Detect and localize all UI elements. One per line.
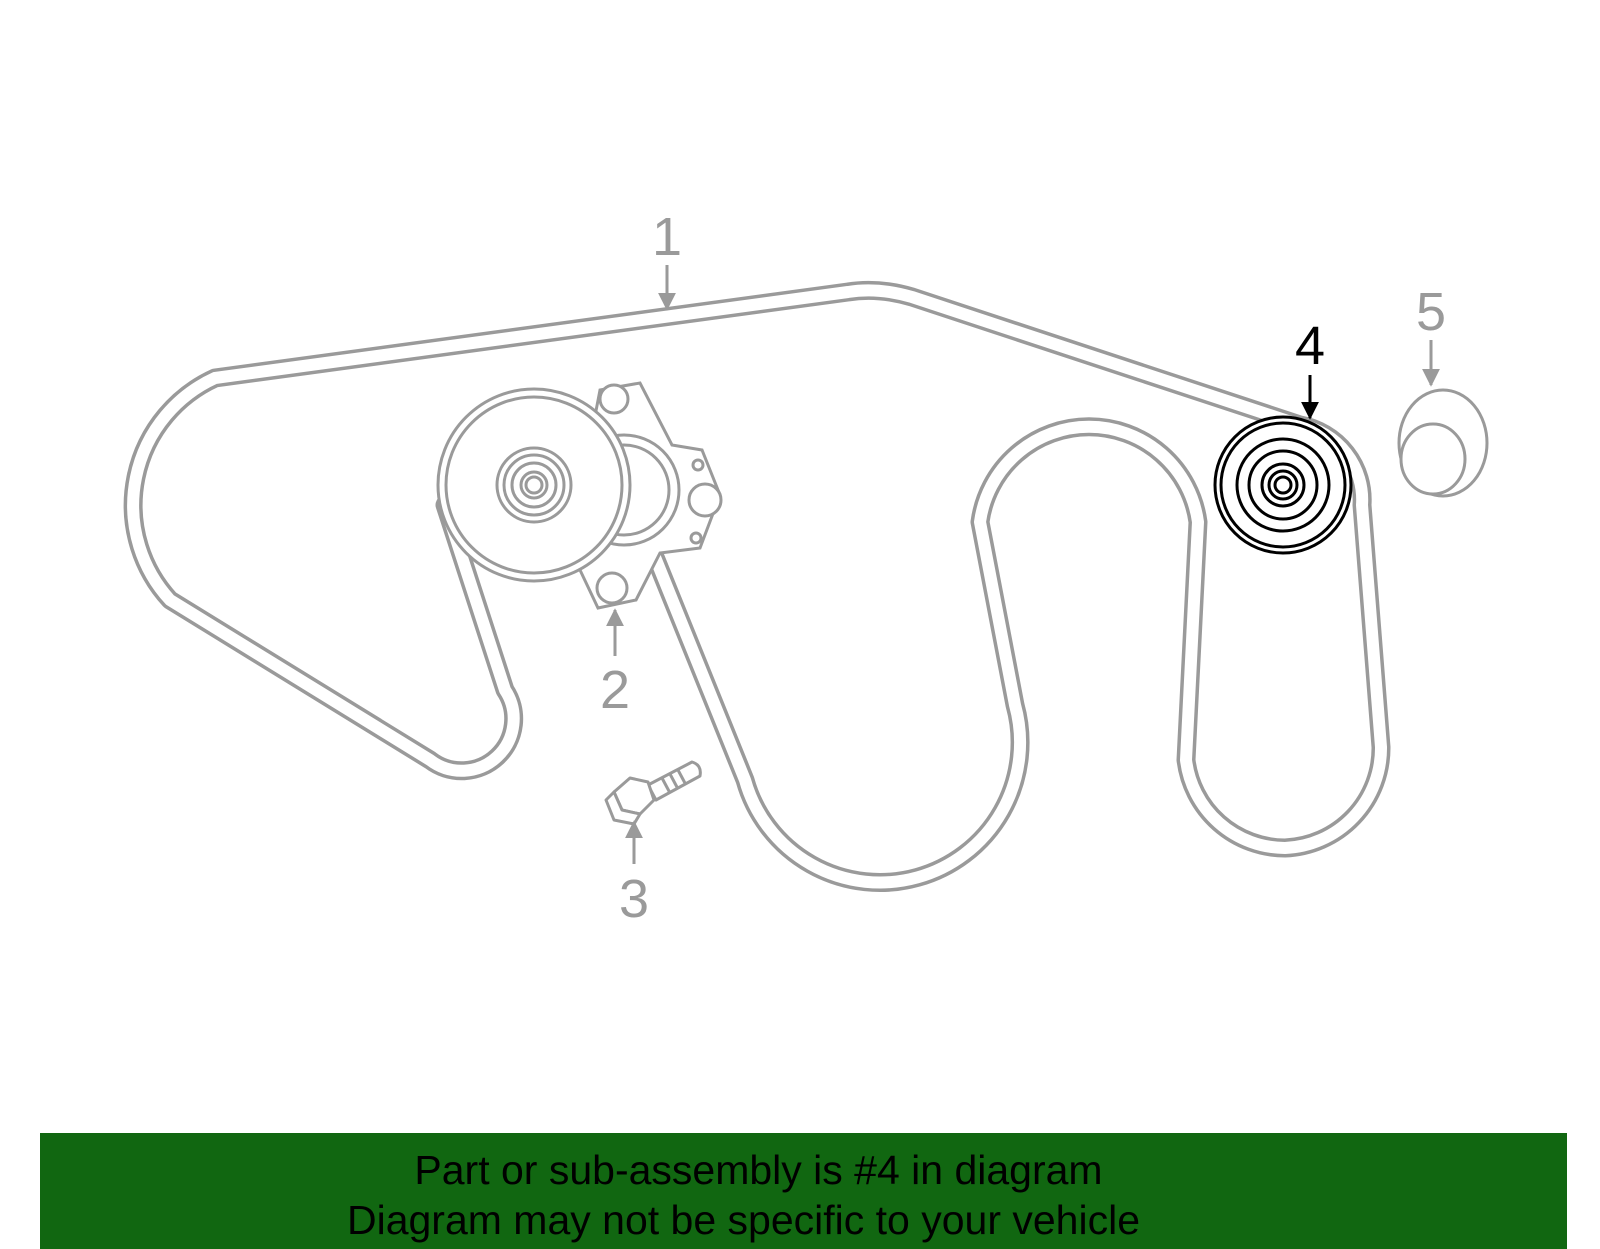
callout-leaders — [606, 265, 1440, 864]
callout-1: 1 — [652, 207, 682, 267]
callout-2: 2 — [600, 660, 630, 720]
callout-5: 5 — [1416, 282, 1446, 342]
serpentine-belt-icon[interactable] — [123, 280, 1391, 893]
dust-cap-icon[interactable] — [1397, 388, 1489, 498]
banner-line-disclaimer: Diagram may not be specific to your vehi… — [346, 1197, 1140, 1243]
belt-tensioner-icon[interactable] — [436, 381, 723, 610]
banner-line-part: Part or sub-assembly is #4 in diagram — [414, 1147, 1103, 1193]
info-banner: Part or sub-assembly is #4 in diagram Di… — [40, 1133, 1567, 1249]
callout-3: 3 — [619, 869, 649, 929]
idler-pulley-icon[interactable] — [1213, 415, 1353, 555]
tensioner-bolt-icon[interactable] — [604, 760, 702, 826]
callout-4: 4 — [1295, 316, 1325, 376]
